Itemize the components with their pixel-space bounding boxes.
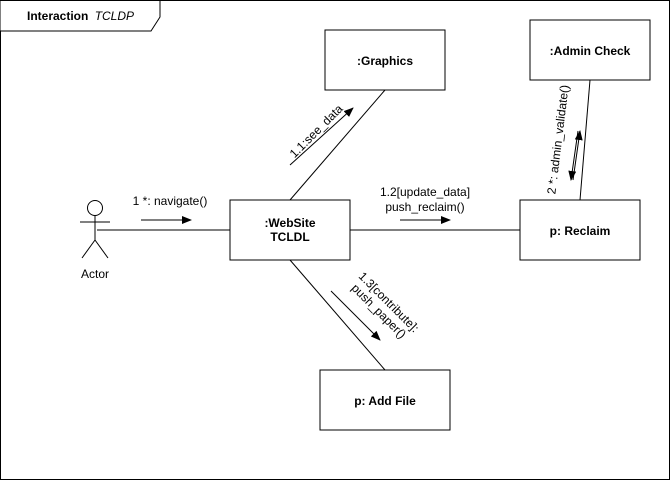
admin-check-object: [529, 19, 651, 81]
push-paper-arrow: [330, 290, 381, 341]
reclaim-object: [519, 199, 641, 261]
actor-head: [87, 200, 103, 216]
link-website-graphics: [289, 89, 386, 201]
actor-label: Actor: [81, 267, 109, 281]
update-data-message-line2: push_reclaim(): [385, 200, 464, 214]
frame-title-tab: [0, 0, 161, 32]
link-reclaim-admincheck: [579, 79, 591, 201]
add-file-object: [319, 369, 451, 431]
website-object: [229, 199, 351, 261]
navigate-message: 1 *: navigate(): [133, 194, 208, 208]
link-website-addfile: [289, 259, 386, 371]
add-file-label: p: Add File: [354, 394, 416, 408]
graphics-object: [324, 29, 446, 91]
see-data-arrow: [289, 107, 354, 166]
admin-check-label: :Admin Check: [550, 44, 631, 58]
actor-figure: [80, 200, 110, 259]
website-label-line2: TCLDL: [270, 230, 309, 244]
admin-validate-arrow-down: [568, 130, 579, 181]
reclaim-label: p: Reclaim: [550, 224, 611, 238]
actor-left-leg: [81, 239, 96, 259]
update-data-message-line1: 1.2[update_data]: [380, 185, 470, 199]
frame-title: Interaction TCLDP: [27, 9, 134, 23]
actor-right-leg: [94, 239, 109, 259]
graphics-label: :Graphics: [357, 54, 413, 68]
website-label-line1: :WebSite: [264, 216, 315, 230]
